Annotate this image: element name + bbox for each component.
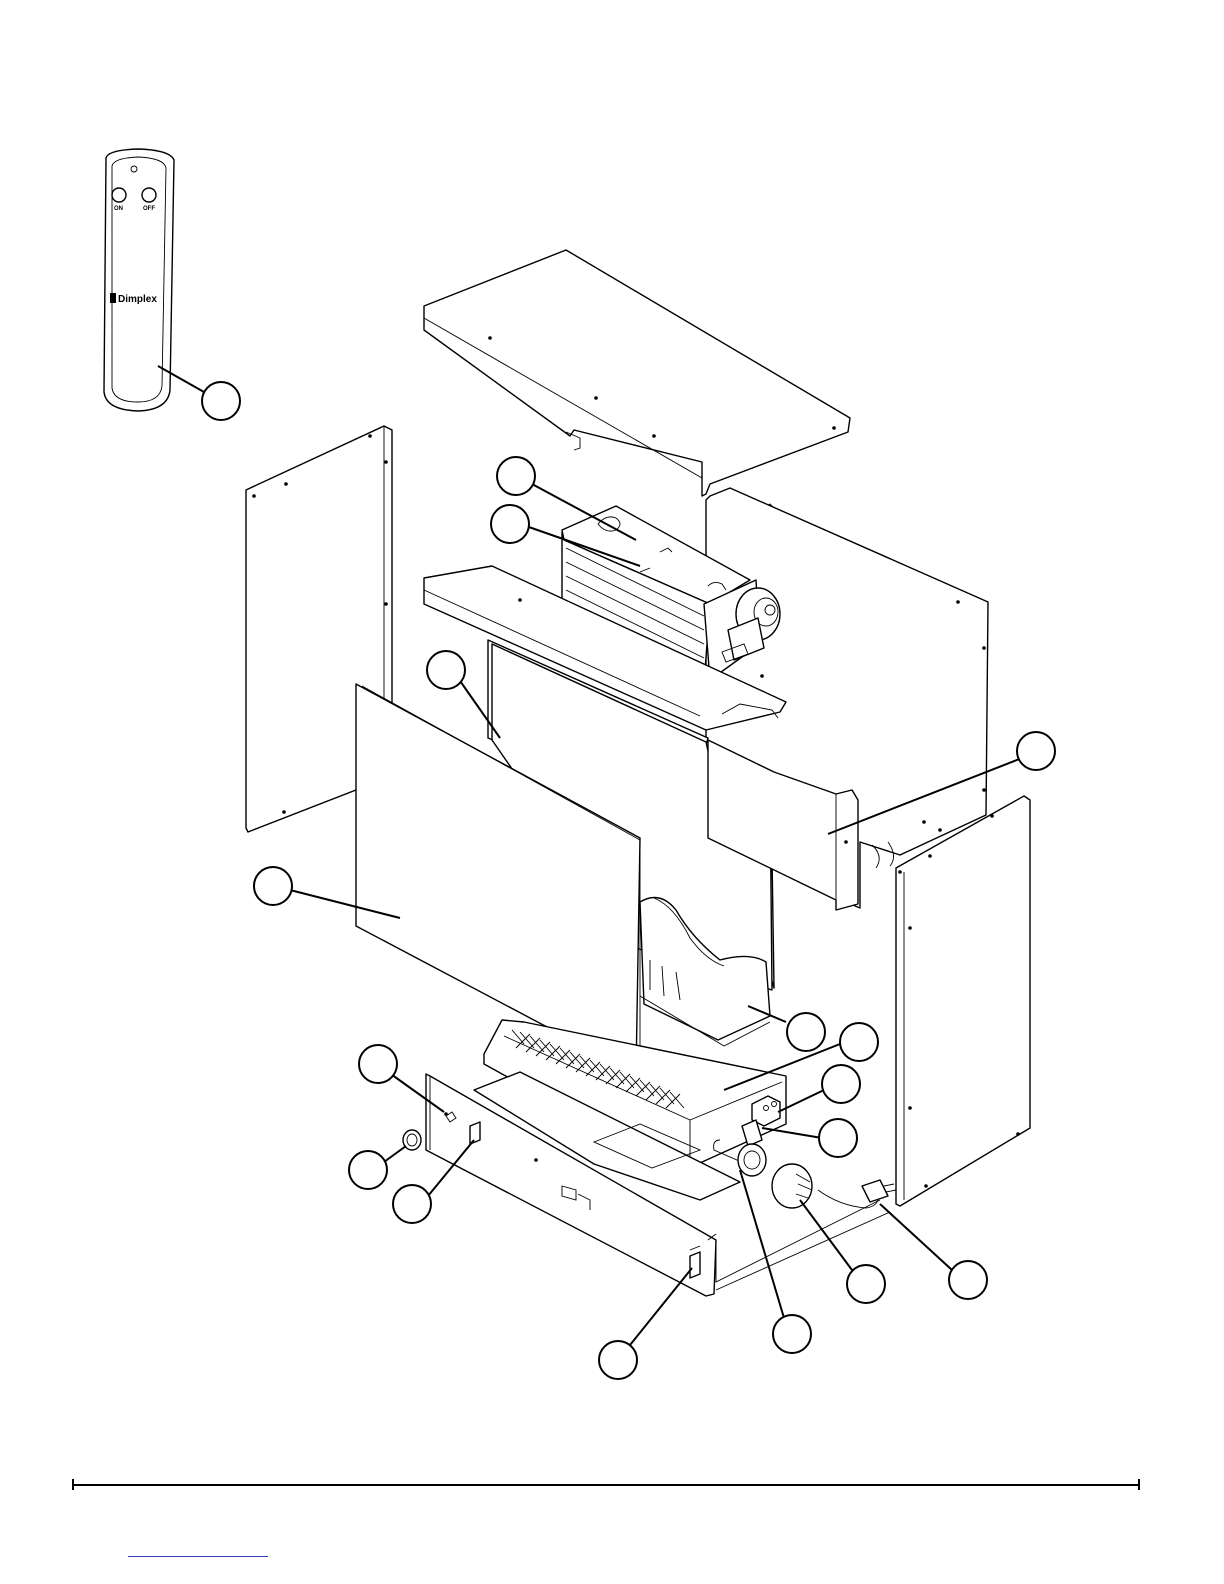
main-rocker-switch[interactable]	[690, 1252, 700, 1278]
footer-rule-left-tick	[72, 1479, 74, 1490]
callout-back-panel	[427, 651, 465, 689]
remote-led-icon	[131, 166, 137, 172]
callout-heater-cover	[497, 457, 535, 495]
callout-heater-grille	[491, 505, 529, 543]
top-panel	[424, 250, 850, 530]
footer-rule	[72, 1484, 1140, 1486]
callout-receiver	[822, 1065, 860, 1103]
callout-power-cord	[949, 1261, 987, 1299]
callout-thermal-cutout	[359, 1045, 397, 1083]
power-cord	[818, 1180, 896, 1208]
remote-on-button[interactable]	[112, 188, 126, 202]
right-side-panel	[896, 796, 1030, 1206]
dimplex-logo-icon	[110, 293, 116, 303]
remote-brand-label: Dimplex	[118, 294, 157, 305]
callout-knob	[349, 1151, 387, 1189]
callout-terminal	[819, 1119, 857, 1157]
callout-light-housing	[1017, 732, 1055, 770]
rocker-switch[interactable]	[470, 1122, 480, 1144]
remote-off-button[interactable]	[142, 188, 156, 202]
callout-switch	[393, 1185, 431, 1223]
callout-rotor-mount	[773, 1315, 811, 1353]
callout-motor	[847, 1265, 885, 1303]
callout-log-set	[787, 1013, 825, 1051]
flicker-motor	[772, 1164, 812, 1208]
callout-front-glass	[254, 867, 292, 905]
remote-off-label: OFF	[143, 206, 155, 212]
remote-on-label: ON	[114, 206, 123, 212]
remote-control: ON OFF Dimplex	[104, 149, 174, 411]
callout-main-switch	[599, 1341, 637, 1379]
callout-remote	[202, 382, 240, 420]
callout-ember-bed	[840, 1023, 878, 1061]
footer-link-underline[interactable]	[128, 1556, 268, 1557]
footer-rule-right-tick	[1138, 1479, 1140, 1490]
